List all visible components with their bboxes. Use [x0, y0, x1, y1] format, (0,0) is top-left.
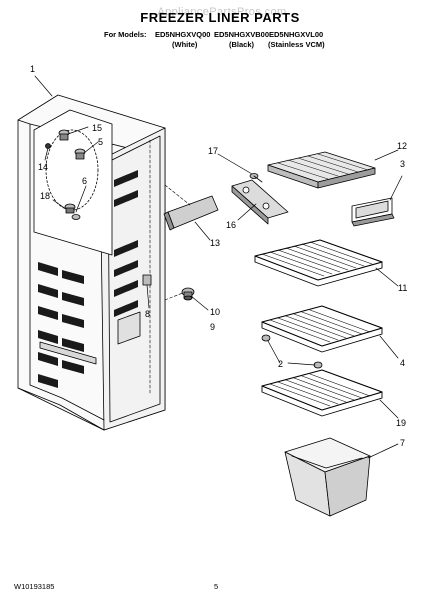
variant-white: (White): [172, 40, 198, 49]
callout-16: 16: [226, 220, 236, 230]
model-number-2: ED5NHGXVB00: [214, 30, 270, 39]
screw-17: [249, 173, 263, 183]
callout-1: 1: [30, 64, 35, 74]
callout-19: 19: [396, 418, 406, 428]
callout-15: 15: [92, 123, 102, 133]
callout-11: 11: [398, 283, 407, 293]
callout-17: 17: [208, 146, 218, 156]
callout-18: 18: [40, 191, 50, 201]
callout-7: 7: [400, 438, 405, 448]
cover-13: [163, 195, 219, 231]
callout-8: 8: [145, 309, 150, 319]
shelf-12: [267, 151, 376, 189]
document-number: W10193185: [14, 582, 55, 591]
callout-2: 2: [278, 359, 283, 369]
wire-shelf-4: [261, 305, 383, 353]
callout-9: 9: [210, 322, 215, 332]
liner-small-parts: [45, 129, 152, 286]
models-label: For Models:: [104, 30, 147, 39]
watermark: AppliancePartsPros.com: [157, 6, 287, 18]
leader-lines: [34, 75, 403, 459]
callout-4: 4: [400, 358, 405, 368]
clips-2: [261, 334, 323, 369]
bin-7: [284, 437, 371, 517]
callout-14: 14: [38, 162, 48, 172]
wire-shelf-19: [261, 369, 383, 417]
callout-5: 5: [98, 137, 103, 147]
glide-10: [181, 287, 195, 301]
page-number: 5: [214, 582, 219, 591]
bracket-16: [231, 179, 289, 225]
callout-13: 13: [210, 238, 220, 248]
page-title: FREEZER LINER PARTS: [140, 10, 300, 25]
model-number-3: ED5NHGXVL00: [269, 30, 324, 39]
callout-6: 6: [82, 176, 87, 186]
wire-shelf-11: [254, 239, 383, 287]
tray-3: [351, 197, 395, 227]
callout-10: 10: [210, 307, 220, 317]
freezer-liner: [17, 94, 166, 431]
callout-12: 12: [397, 141, 407, 151]
variant-black: (Black): [229, 40, 255, 49]
model-number-1: ED5NHGXVQ00: [155, 30, 211, 39]
variant-stainless: (Stainless VCM): [268, 40, 325, 49]
callout-3: 3: [400, 159, 405, 169]
